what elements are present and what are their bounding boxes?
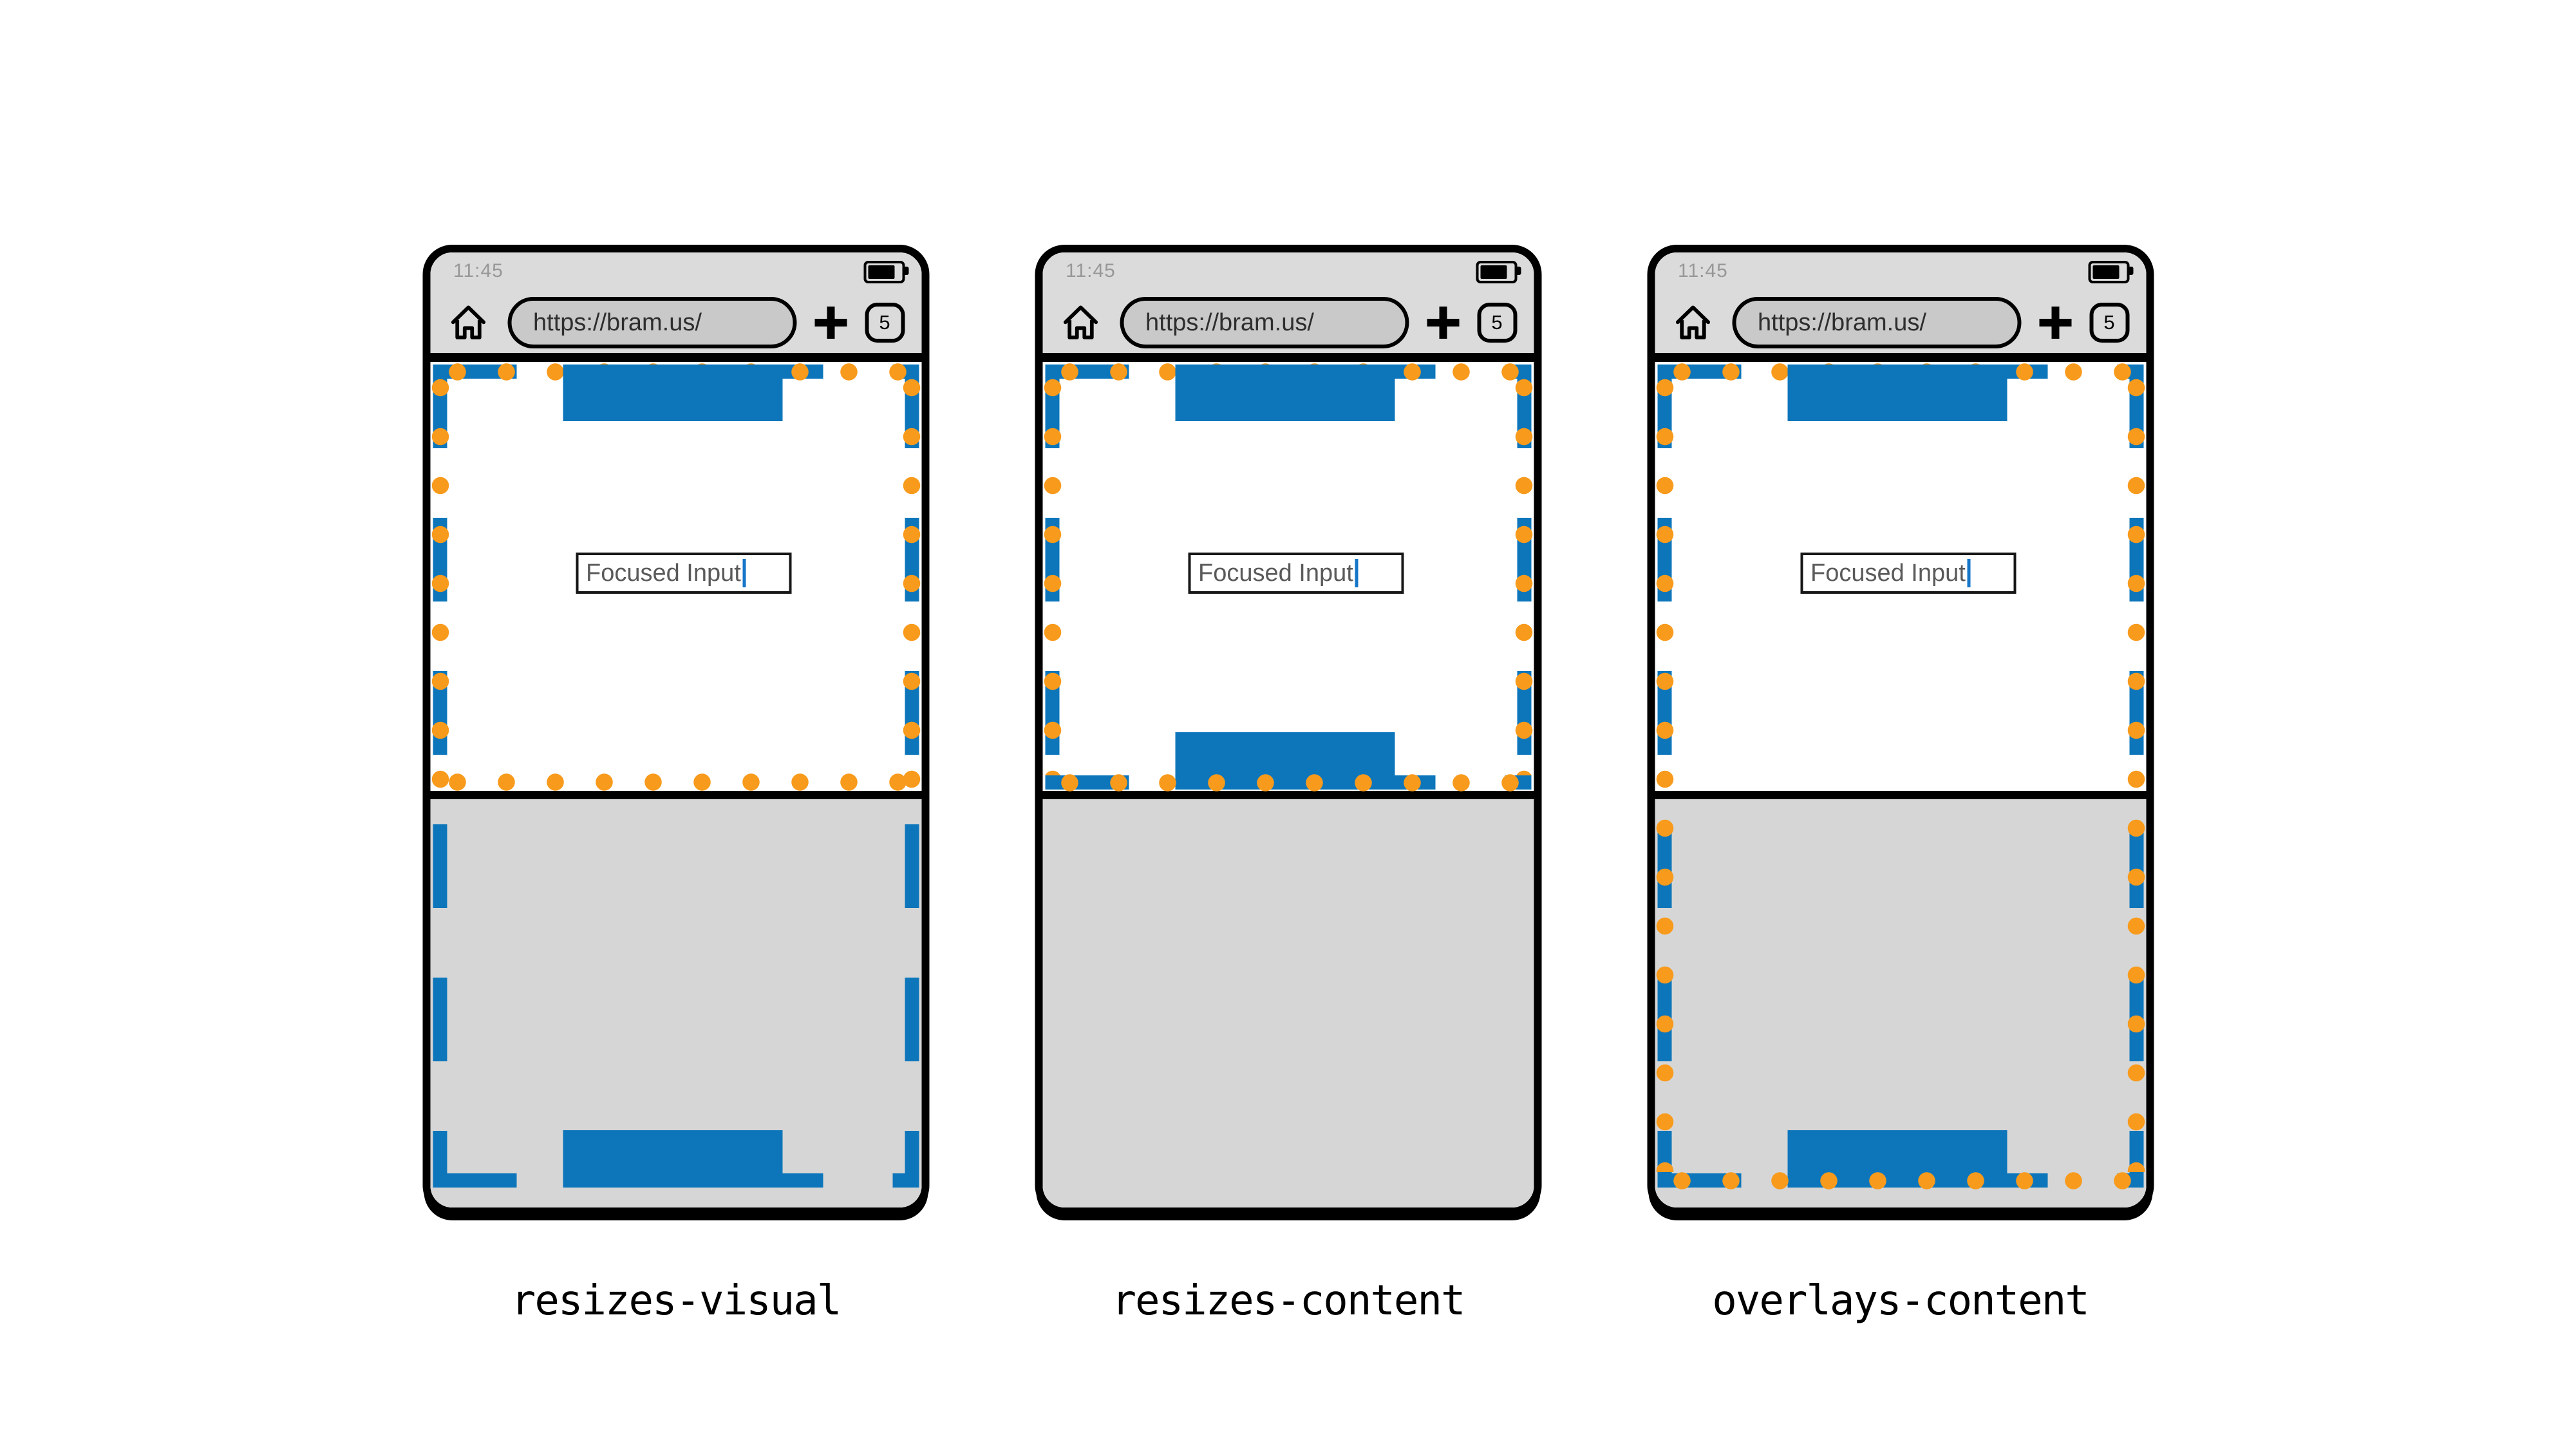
battery-fill: [1480, 265, 1507, 279]
clock-label: 11:45: [1678, 260, 1728, 281]
browser-bar-divider: [1042, 353, 1534, 362]
status-bar: 11:45: [1655, 252, 2146, 292]
page-header-block: [1175, 365, 1395, 421]
home-icon[interactable]: [1671, 302, 1714, 343]
variant-unit-overlays-content: 11:45 https://bram.us/ 5: [1647, 245, 2154, 1325]
variant-unit-resizes-content: 11:45 https://bram.us/ 5: [1035, 245, 1541, 1325]
tab-counter[interactable]: 5: [865, 303, 905, 343]
browser-bar: https://bram.us/ 5: [430, 292, 921, 353]
visual-viewport-dots-right: [1515, 363, 1532, 775]
visual-viewport-dots-bottom: [433, 773, 919, 791]
new-tab-button[interactable]: [814, 307, 847, 339]
battery-nub: [2129, 267, 2133, 275]
status-bar: 11:45: [430, 252, 921, 292]
phone-frame: 11:45 https://bram.us/ 5: [422, 245, 929, 1215]
browser-bar: https://bram.us/ 5: [1042, 292, 1534, 353]
browser-bar-divider: [1655, 353, 2146, 362]
variant-unit-resizes-visual: 11:45 https://bram.us/ 5: [422, 245, 929, 1325]
visual-viewport-dots-right: [2127, 363, 2145, 1172]
page-footer-block: [563, 1130, 782, 1188]
tab-counter[interactable]: 5: [2089, 303, 2129, 343]
page-resizes-content: Focused Input: [1042, 362, 1534, 1208]
keyboard-divider: [1042, 791, 1534, 799]
battery-icon: [1476, 261, 1521, 283]
visual-viewport-dots-bottom: [1045, 774, 1531, 791]
visual-viewport-dots-left: [431, 363, 449, 790]
address-bar[interactable]: https://bram.us/: [507, 297, 796, 348]
visual-viewport-dots-left: [1044, 363, 1061, 775]
page-header-block: [563, 365, 782, 421]
browser-bar: https://bram.us/ 5: [1655, 292, 2146, 353]
battery-fill: [2092, 265, 2120, 279]
visual-viewport-dots-bottom: [1657, 1172, 2143, 1189]
browser-bar-divider: [430, 353, 921, 362]
clock-label: 11:45: [1066, 260, 1116, 281]
battery-icon: [2088, 261, 2133, 283]
variant-caption: resizes-content: [1111, 1277, 1466, 1325]
variant-caption: resizes-visual: [511, 1277, 841, 1325]
text-caret: [742, 559, 746, 587]
battery-fill: [868, 265, 895, 279]
phone-frame: 11:45 https://bram.us/ 5: [1035, 245, 1541, 1215]
battery-nub: [1516, 267, 1521, 275]
focused-input[interactable]: Focused Input: [1188, 553, 1404, 594]
phone-frame: 11:45 https://bram.us/ 5: [1647, 245, 2154, 1215]
new-tab-button[interactable]: [2039, 307, 2071, 339]
page-header-block: [1787, 365, 2007, 421]
battery-icon: [863, 261, 908, 283]
focused-input-value: Focused Input: [1198, 559, 1353, 587]
clock-label: 11:45: [453, 260, 503, 281]
home-icon[interactable]: [447, 302, 489, 343]
virtual-keyboard: [1042, 799, 1534, 1208]
new-tab-button[interactable]: [1427, 307, 1459, 339]
address-bar[interactable]: https://bram.us/: [1732, 297, 2021, 348]
visual-viewport-dots-right: [903, 363, 920, 790]
page-overlays-content: Focused Input: [1655, 362, 2146, 1208]
visual-viewport-dots-left: [1656, 363, 1673, 1172]
address-bar[interactable]: https://bram.us/: [1120, 297, 1409, 348]
keyboard-divider: [1655, 791, 2146, 799]
status-bar: 11:45: [1042, 252, 1534, 292]
page-resizes-visual: Focused Input: [430, 362, 921, 1208]
keyboard-divider: [430, 791, 921, 799]
text-caret: [1967, 559, 1971, 587]
variant-caption: overlays-content: [1712, 1277, 2089, 1325]
battery-nub: [904, 267, 908, 275]
phones-row: 11:45 https://bram.us/ 5: [422, 245, 2154, 1325]
text-caret: [1355, 559, 1359, 587]
home-icon[interactable]: [1059, 302, 1102, 343]
focused-input-value: Focused Input: [586, 559, 741, 587]
focused-input[interactable]: Focused Input: [1800, 553, 2016, 594]
focused-input[interactable]: Focused Input: [576, 553, 791, 594]
tab-counter[interactable]: 5: [1477, 303, 1517, 343]
focused-input-value: Focused Input: [1810, 559, 1966, 587]
